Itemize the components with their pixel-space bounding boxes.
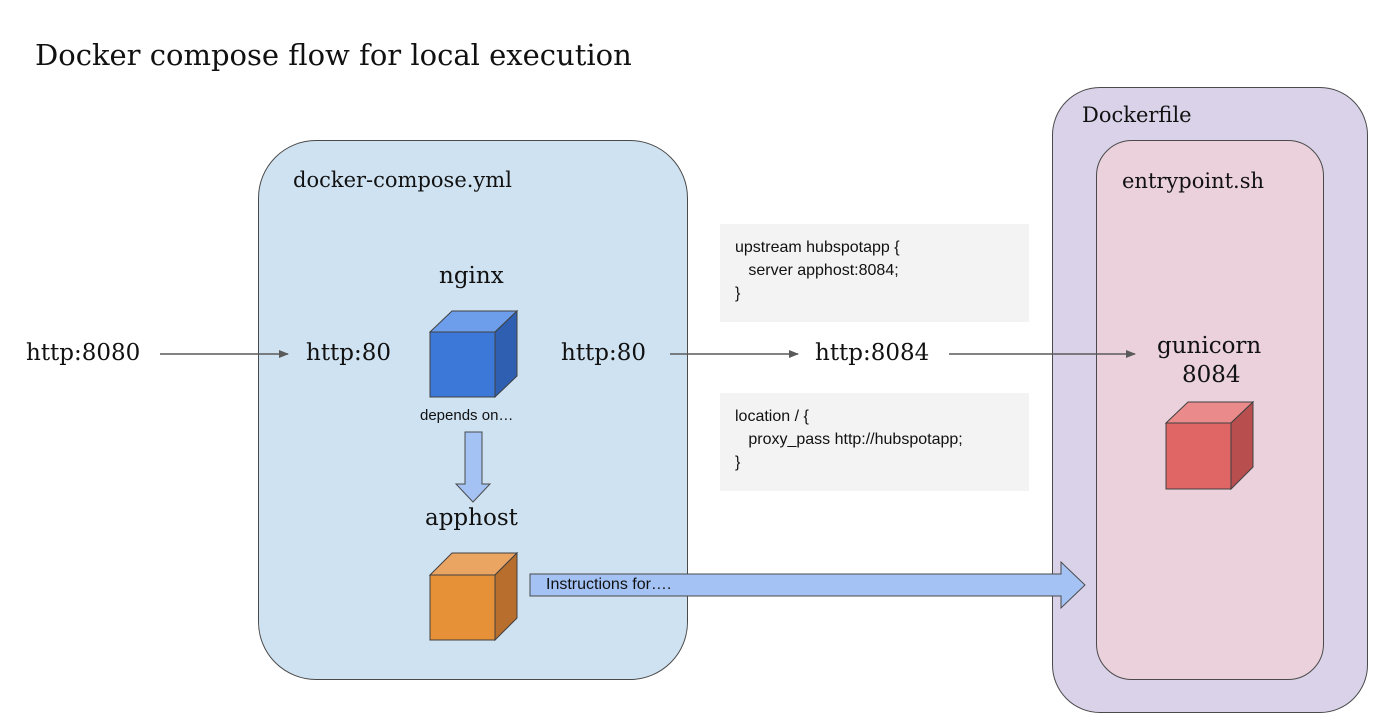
port-label-upstream: http:8084 — [815, 340, 930, 366]
code-line: proxy_pass http://hubspotapp; — [735, 431, 963, 448]
gunicorn-port-label: 8084 — [1182, 362, 1241, 388]
apphost-cube — [428, 551, 519, 642]
code-line: } — [735, 285, 741, 302]
compose-label: docker-compose.yml — [293, 168, 512, 192]
upstream-code-box: upstream hubspotapp { server apphost:808… — [720, 224, 1029, 322]
port-label-nginx-out: http:80 — [561, 340, 647, 366]
code-line: upstream hubspotapp { — [735, 239, 900, 256]
apphost-label: apphost — [425, 505, 518, 531]
dockerfile-label: Dockerfile — [1082, 103, 1192, 127]
location-code-box: location / { proxy_pass http://hubspotap… — [720, 393, 1029, 491]
port-label-nginx-in: http:80 — [306, 340, 392, 366]
gunicorn-cube — [1164, 400, 1255, 491]
code-line: server apphost:8084; — [735, 262, 899, 279]
code-line: } — [735, 454, 741, 471]
entrypoint-label: entrypoint.sh — [1122, 169, 1265, 193]
gunicorn-label: gunicorn — [1157, 333, 1262, 359]
nginx-cube — [428, 309, 519, 399]
port-label-external: http:8080 — [26, 340, 141, 366]
instructions-label: Instructions for…. — [546, 576, 672, 593]
page-title: Docker compose flow for local execution — [35, 38, 632, 72]
code-line: location / { — [735, 408, 809, 425]
nginx-label: nginx — [439, 263, 504, 289]
depends-on-label: depends on… — [420, 407, 514, 424]
depends-on-arrow — [454, 431, 492, 503]
instructions-arrow — [529, 560, 1086, 610]
